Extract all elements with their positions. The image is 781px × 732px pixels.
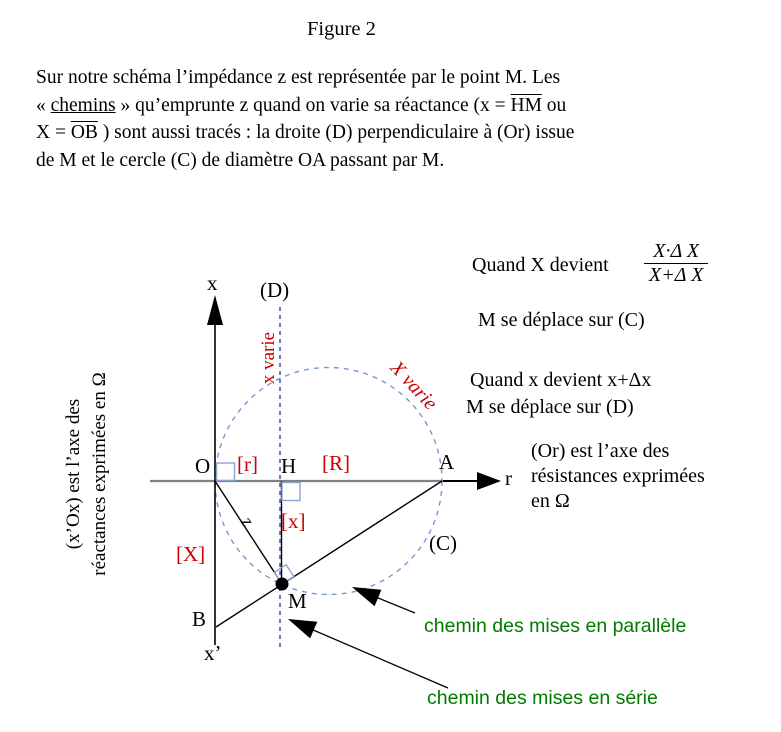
r-axis-arrowhead-icon <box>477 472 501 490</box>
point-M-dot <box>275 577 289 591</box>
paragraph-line4: de M et le cercle (C) de diamètre OA pas… <box>36 149 445 171</box>
paragraph-line2-post: ou <box>541 94 567 116</box>
figure-title: Figure 2 <box>307 18 376 40</box>
or-axis-note-line2: résistances exprimées <box>531 465 705 487</box>
fraction-X-parallel: X·Δ X X+Δ X <box>644 240 709 287</box>
point-O-label: O <box>195 454 211 478</box>
paragraph-HM-overline: HM <box>510 94 542 116</box>
parallel-path-label: chemin des mises en parallèle <box>424 615 687 637</box>
segment-X-label: [X] <box>176 542 206 566</box>
x-axis-note-line2: réactances exprimées en Ω <box>89 372 110 576</box>
paragraph-line2-mid: » qu’emprunte z quand on varie sa réacta… <box>115 94 511 116</box>
segment-BA <box>215 480 443 628</box>
intro-paragraph: Sur notre schéma l’impédance z est repré… <box>36 64 574 174</box>
or-axis-note-line1: (Or) est l’axe des <box>531 440 670 462</box>
paragraph-line3-pre: X = <box>36 122 71 143</box>
serie-path-label: chemin des mises en série <box>427 687 658 709</box>
x-axis-arrowhead-icon <box>207 295 223 325</box>
paragraph-line2-pre: « <box>36 94 51 116</box>
x-prime-axis-label: x’ <box>204 641 222 665</box>
right-angle-at-O <box>215 462 236 482</box>
paragraph-line3-post: ) sont aussi tracés : la droite (D) perp… <box>97 122 575 143</box>
segment-x-label: [x] <box>281 509 306 533</box>
quand-x-devient-text: Quand x devient x+Δx <box>470 369 652 391</box>
paragraph-OB-overline: OB <box>70 122 98 143</box>
point-M-label: M <box>288 589 307 613</box>
parallel-arrowhead-icon <box>352 587 382 607</box>
serie-arrow-line <box>289 619 449 689</box>
or-axis-note-line3: en Ω <box>531 490 570 512</box>
fraction-numerator: X·Δ X <box>653 240 700 262</box>
r-axis-label: r <box>505 466 512 490</box>
point-H-label: H <box>281 454 297 478</box>
segment-R-label: [R] <box>322 451 350 475</box>
deplace-sur-C-text: M se déplace sur (C) <box>478 309 645 331</box>
line-D-label: (D) <box>260 278 290 302</box>
quand-X-devient-text: Quand X devient <box>472 254 609 276</box>
x-varie-label: x varie <box>258 331 279 385</box>
or-axis-note: (Or) est l’axe des résistances exprimées… <box>531 439 705 514</box>
deplace-sur-D-text: M se déplace sur (D) <box>466 396 634 418</box>
circle-C-label: (C) <box>429 531 457 555</box>
point-A-label: A <box>439 450 455 474</box>
paragraph-line1: Sur notre schéma l’impédance z est repré… <box>36 67 561 88</box>
segment-OM <box>214 480 283 585</box>
segment-r-label: [r] <box>237 452 258 476</box>
serie-arrowhead-icon <box>288 619 318 639</box>
right-angle-at-M <box>273 563 295 585</box>
x-axis-label: x <box>207 271 218 295</box>
fraction-denominator: X+Δ X <box>644 263 709 287</box>
paragraph-chemins-underlined: chemins <box>50 94 116 116</box>
x-axis-note-rotated: (x’Ox) est l’axe des réactances exprimée… <box>61 324 115 624</box>
right-angle-at-H <box>281 481 301 502</box>
x-axis-note-line1: (x’Ox) est l’axe des <box>63 398 84 550</box>
point-B-label: B <box>192 607 207 631</box>
